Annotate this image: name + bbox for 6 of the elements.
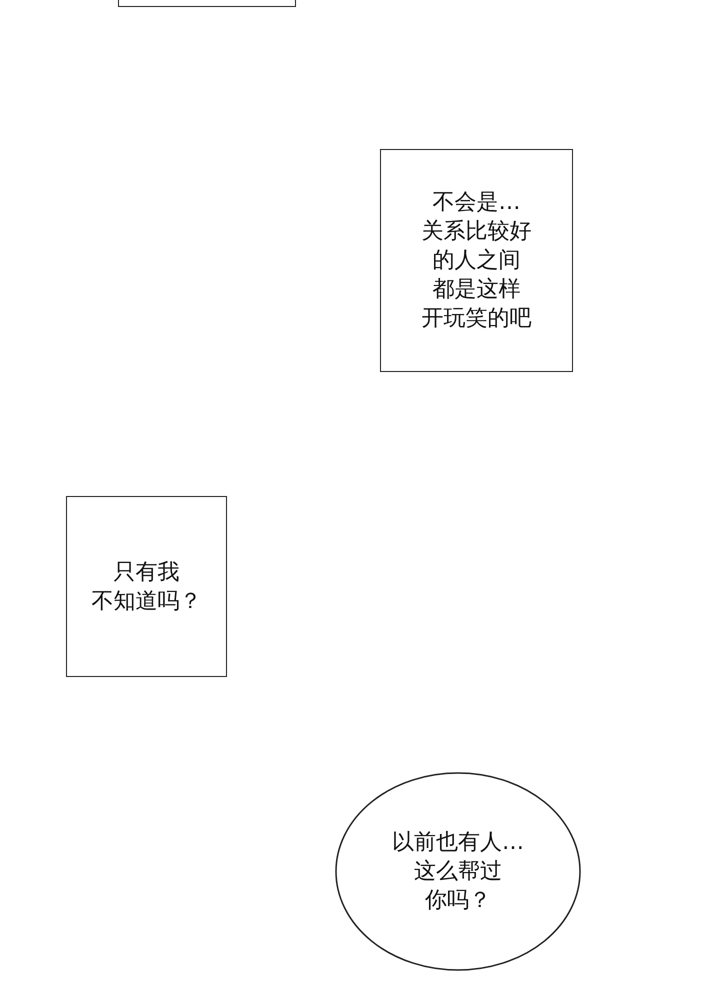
dialogue-text: 只有我不知道吗？ bbox=[92, 558, 202, 616]
dialogue-text: 以前也有人…这么帮过你吗？ bbox=[392, 829, 524, 915]
speech-bubble bbox=[335, 772, 581, 971]
caption-box bbox=[380, 149, 573, 372]
caption-box bbox=[66, 496, 227, 677]
dialogue-text: 不会是…关系比较好的人之间都是这样开玩笑的吧 bbox=[422, 189, 532, 333]
